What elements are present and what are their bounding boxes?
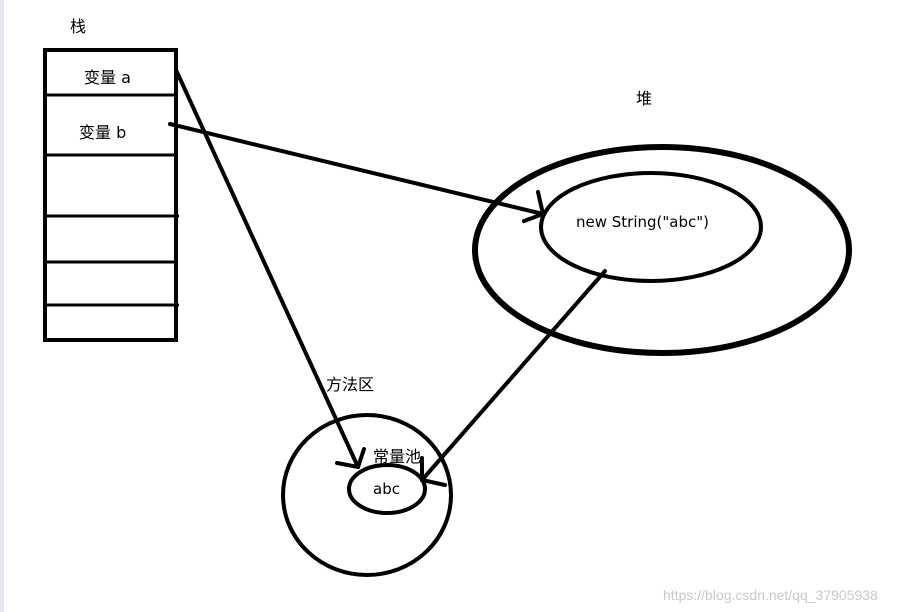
heap-title: 堆	[636, 89, 652, 108]
window-left-edge	[0, 0, 4, 612]
heap-object	[539, 171, 763, 283]
stack-title: 栈	[70, 17, 86, 36]
heap-object-label: new String("abc")	[576, 213, 709, 231]
stack: 栈 变量 a 变量 b	[43, 17, 179, 342]
watermark: https://blog.csdn.net/qq_37905938	[663, 587, 878, 603]
arrow-b-to-heap	[168, 122, 546, 223]
heap: 堆 new String("abc")	[472, 89, 852, 356]
constant-pool-literal	[347, 463, 427, 515]
stack-var-b: 变量 b	[79, 123, 126, 142]
method-area-region	[281, 413, 453, 577]
method-area-title: 方法区	[326, 375, 374, 394]
method-area: 方法区 常量池 abc	[281, 375, 453, 577]
stack-var-a: 变量 a	[84, 68, 131, 87]
literal-abc: abc	[373, 480, 400, 498]
constant-pool-label: 常量池	[373, 447, 421, 466]
stack-frame	[43, 48, 178, 342]
arrow-a-to-pool	[174, 68, 366, 470]
arrow-heap-to-pool	[420, 269, 607, 487]
heap-region	[472, 144, 852, 356]
